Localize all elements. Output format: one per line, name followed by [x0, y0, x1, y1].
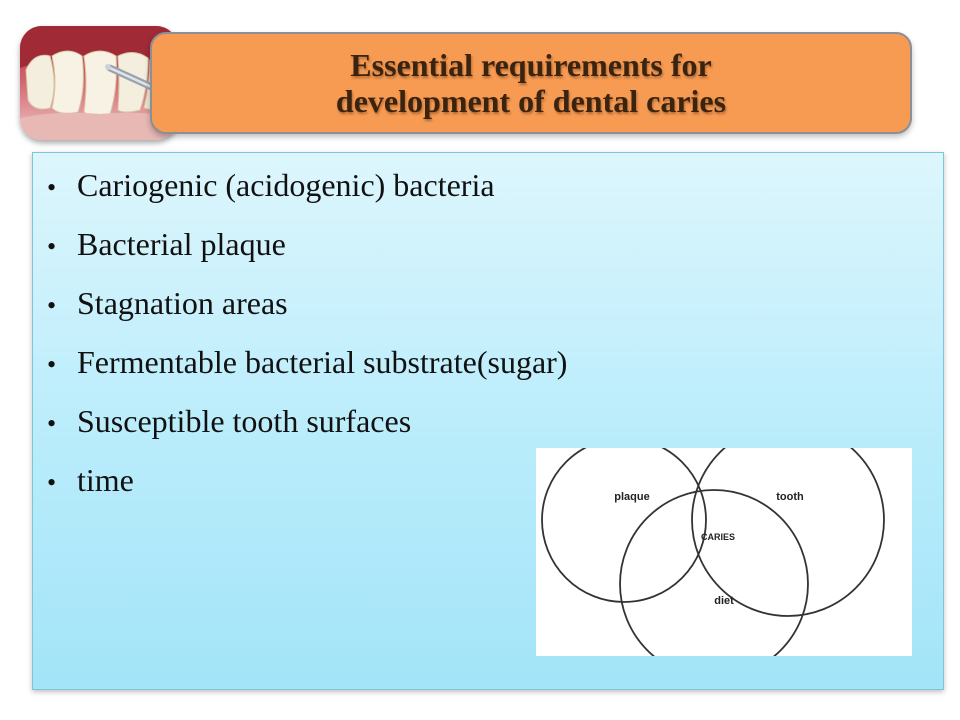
- bullet-marker: •: [47, 232, 57, 261]
- list-item: • Fermentable bacterial substrate(sugar): [47, 344, 567, 380]
- venn-circle-diet: [619, 489, 809, 656]
- bullet-text: Bacterial plaque: [77, 226, 286, 262]
- bullet-marker: •: [47, 173, 57, 202]
- slide-title-line-1: Essential requirements for: [350, 47, 712, 83]
- bullet-text: Susceptible tooth surfaces: [77, 403, 412, 439]
- bullet-text: Cariogenic (acidogenic) bacteria: [77, 167, 495, 203]
- list-item: • time: [47, 462, 567, 498]
- bullet-text: Stagnation areas: [77, 285, 288, 321]
- bullet-text: time: [77, 462, 134, 498]
- venn-label-tooth: tooth: [776, 491, 804, 503]
- bullet-list: • Cariogenic (acidogenic) bacteria • Bacte…: [47, 167, 567, 521]
- venn-label-plaque: plaque: [614, 491, 649, 503]
- title-banner: Essential requirements for development o…: [150, 32, 912, 134]
- list-item: • Stagnation areas: [47, 285, 567, 321]
- bullet-text: Fermentable bacterial substrate(sugar): [77, 344, 568, 380]
- list-item: • Cariogenic (acidogenic) bacteria: [47, 167, 567, 203]
- venn-circle-plaque: [541, 448, 707, 603]
- venn-circle-tooth: [691, 448, 885, 617]
- venn-label-diet: diet: [714, 595, 734, 607]
- bullet-marker: •: [47, 468, 57, 497]
- slide-title-line-2: development of dental caries: [335, 83, 727, 119]
- list-item: • Bacterial plaque: [47, 226, 567, 262]
- bullet-marker: •: [47, 350, 57, 379]
- venn-label-caries: CARIES: [701, 532, 735, 542]
- content-panel: • Cariogenic (acidogenic) bacteria • Bacte…: [32, 152, 944, 690]
- bullet-marker: •: [47, 291, 57, 320]
- venn-diagram: plaque tooth CARIES diet: [536, 448, 912, 656]
- bullet-marker: •: [47, 409, 57, 438]
- list-item: • Susceptible tooth surfaces: [47, 403, 567, 439]
